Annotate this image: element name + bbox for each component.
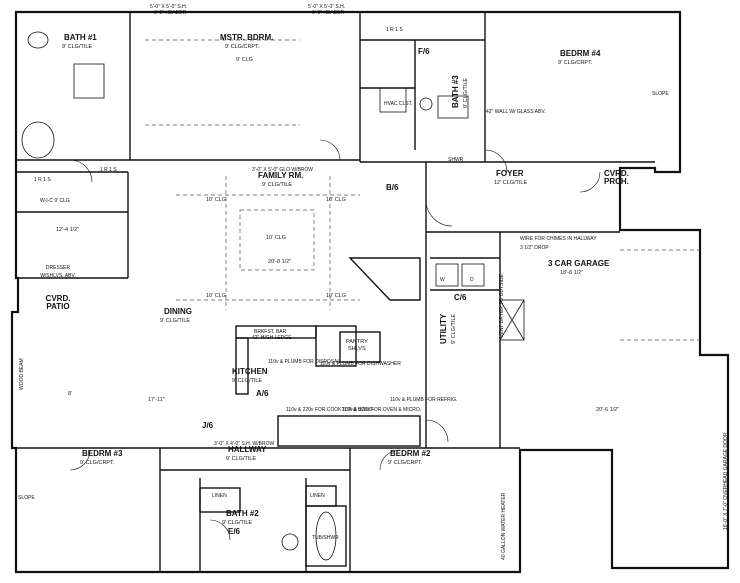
pantry-label: PANTRY bbox=[346, 339, 368, 345]
bedrm2-sub: 9' CLG/CRPT. bbox=[388, 460, 423, 466]
tub-label: TUB/SHWR bbox=[312, 535, 339, 541]
linen-note-2: LINEN bbox=[310, 493, 325, 499]
ceiling-lines bbox=[145, 39, 700, 341]
shelf-note-1: 1 R 1 S bbox=[34, 177, 51, 183]
dim-patio: 8' bbox=[68, 391, 73, 397]
drop-note: 3 1/2" DROP bbox=[520, 245, 549, 251]
pantry-sub: SHLVS bbox=[348, 346, 366, 352]
family-label: FAMILY RM. bbox=[258, 171, 304, 180]
hvac-note: HVAC CLST. bbox=[384, 101, 413, 107]
water-heater-note: 40 GALLON WATER HEATER bbox=[501, 492, 507, 560]
family-ceil-3: 10' CLG bbox=[206, 293, 227, 299]
garage-label: 3 CAR GARAGE bbox=[548, 259, 610, 268]
family-sub: 9' CLG/TILE bbox=[262, 182, 293, 188]
fixtures bbox=[21, 31, 525, 561]
door-swings bbox=[69, 139, 601, 541]
hallway-sub: 9' CLG/TILE bbox=[226, 456, 257, 462]
cooktop-note: 110v & 220v FOR COOKTOP & HOOD bbox=[286, 407, 373, 413]
garage-door-note: 16'-0" X 7'-0" OVERHEAD GARAGE DOOR bbox=[723, 432, 729, 530]
master-sub: 9' CLG/CRPT. bbox=[225, 44, 260, 50]
utility-sub: 9' CLG/TILE bbox=[451, 313, 457, 344]
master-ceiling: 9' CLG bbox=[236, 57, 253, 63]
family-ceil-4: 10' CLG bbox=[326, 293, 347, 299]
wiring-note: WIRE FOR CHIMES IN HALLWAY bbox=[520, 236, 597, 242]
dining-sub: 9' CLG/TILE bbox=[160, 318, 191, 324]
oven-note: 110v & 220v FOR OVEN & MICRO. bbox=[342, 407, 422, 413]
family-ceil-2: 10' CLG bbox=[326, 197, 347, 203]
bath1-sub: 9' CLG/TILE bbox=[62, 44, 93, 50]
dresser-note: DRESSER W/SHLVS. ABV. bbox=[40, 265, 76, 279]
wic-note: W-I-C 9' CLG bbox=[40, 198, 70, 204]
dishwasher-note: 110v & PLUMB FOR DISHWASHER bbox=[320, 361, 401, 367]
patio-label: CVRD. PATIO bbox=[45, 294, 71, 311]
shower-note: SHWR bbox=[448, 157, 464, 163]
header-note-2b: 6'-8" HEADER bbox=[312, 10, 345, 16]
bath3-label: BATH #3 bbox=[451, 75, 460, 108]
family-ceil-center: 10' CLG bbox=[266, 235, 287, 241]
bedrm4-sub: 9' CLG/CRPT. bbox=[558, 60, 593, 66]
bath1-label: BATH #1 bbox=[64, 33, 97, 42]
dining-label: DINING bbox=[164, 307, 192, 316]
shelf-note-2: 1 R 1 S bbox=[100, 167, 117, 173]
cvrd-prch-label: CVRD. PRCH. bbox=[604, 169, 629, 186]
marker-j6: J/6 bbox=[202, 421, 214, 430]
foyer-label: FOYER bbox=[496, 169, 524, 178]
dim-garage-side: 17'-11" bbox=[148, 397, 165, 403]
refrig-note: 110v & PLUMB FOR REFRIG. bbox=[390, 397, 458, 403]
garage-size: 18'-8 1/2" bbox=[560, 270, 584, 276]
dim-bedrm3: 12'-4 1/2" bbox=[56, 227, 80, 233]
exterior-walls bbox=[10, 10, 730, 574]
master-label: MSTR. BDRM. bbox=[220, 33, 274, 42]
kitchen-sub: 9' CLG/TILE bbox=[232, 378, 263, 384]
linen-note-1: LINEN bbox=[212, 493, 227, 499]
marker-b6: B/6 bbox=[386, 183, 399, 192]
wood-beam-note: WOOD BEAM bbox=[19, 358, 25, 390]
family-window-note: 3'-0" X 5'-0" GLO W/BROW bbox=[252, 167, 314, 173]
brkfst-note: BRKFST. BAR bbox=[254, 329, 287, 335]
dryer-label: D bbox=[470, 277, 474, 283]
disposal-note: 110v & PLUMB FOR DISPOSAL bbox=[268, 359, 341, 365]
slope-note-2: SLOPE bbox=[18, 495, 35, 501]
hallway-label: HALLWAY bbox=[228, 445, 267, 454]
bath3-sub: 9' CLG/TILE bbox=[463, 77, 469, 108]
bath2-sub: 9' CLG/TILE bbox=[222, 520, 253, 526]
bedrm3-label: BEDRM #3 bbox=[82, 449, 123, 458]
interior-walls bbox=[16, 12, 655, 572]
header-note-1: 5'-0" X 5'-0" S.H. bbox=[150, 4, 188, 10]
vent-note: VENT DRYER TO OUTSIDE bbox=[499, 274, 505, 338]
bedrm4-label: BEDRM #4 bbox=[560, 49, 601, 58]
header-note-1b: 6'-8" HEADER bbox=[154, 10, 187, 16]
hallway-window-note: 3'-0" X 4'-0" S.H. W/BROW bbox=[214, 441, 275, 447]
slope-note-1: SLOPE bbox=[652, 91, 669, 97]
brkfst-ledge: 42" HIGH LEDGE bbox=[252, 335, 292, 341]
foyer-sub: 12' CLG/TILE bbox=[494, 180, 528, 186]
marker-a6: A/6 bbox=[256, 389, 269, 398]
bath2-label: BATH #2 bbox=[226, 509, 259, 518]
family-length: 20'-8 1/2" bbox=[268, 259, 292, 265]
marker-e6: E/6 bbox=[228, 527, 241, 536]
header-note-2: 5'-0" X 5'-0" S.H. bbox=[308, 4, 346, 10]
utility-label: UTILITY bbox=[439, 313, 448, 344]
shelf-note-3: 1 R 1 S bbox=[386, 27, 403, 33]
marker-c6: C/6 bbox=[454, 293, 467, 302]
family-ceil-1: 10' CLG bbox=[206, 197, 227, 203]
washer-label: W bbox=[440, 277, 445, 283]
marker-f6: F/6 bbox=[418, 47, 430, 56]
bedrm2-label: BEDRM #2 bbox=[390, 449, 431, 458]
bedrm3-sub: 9' CLG/CRPT. bbox=[80, 460, 115, 466]
dim-bottom: 20'-6 1/2" bbox=[596, 407, 620, 413]
kitchen-label: KITCHEN bbox=[232, 367, 268, 376]
glass-block-note: 42" WALL W/ GLASS ABV. bbox=[486, 109, 546, 115]
